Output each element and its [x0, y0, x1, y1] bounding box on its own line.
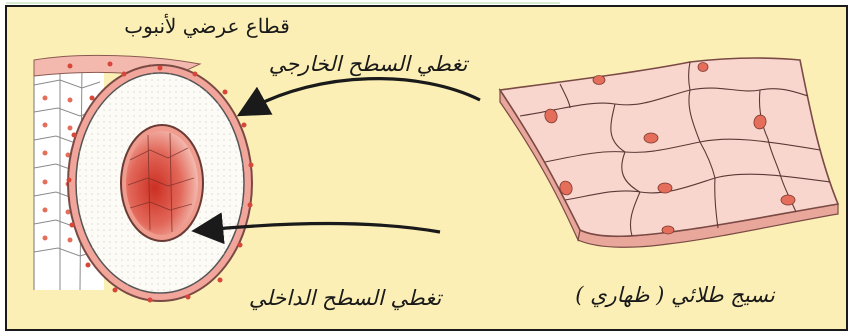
tissue-name-label: نسيج طلائي ( ظهاري ) — [545, 283, 805, 307]
tube-cross-section-label: قطاع عرضي لأنبوب — [112, 14, 302, 38]
tube-lumen — [126, 131, 198, 235]
inner-surface-label: تغطي السطح الداخلي — [240, 286, 450, 310]
outer-surface-label: تغطي السطح الخارجي — [268, 52, 468, 76]
